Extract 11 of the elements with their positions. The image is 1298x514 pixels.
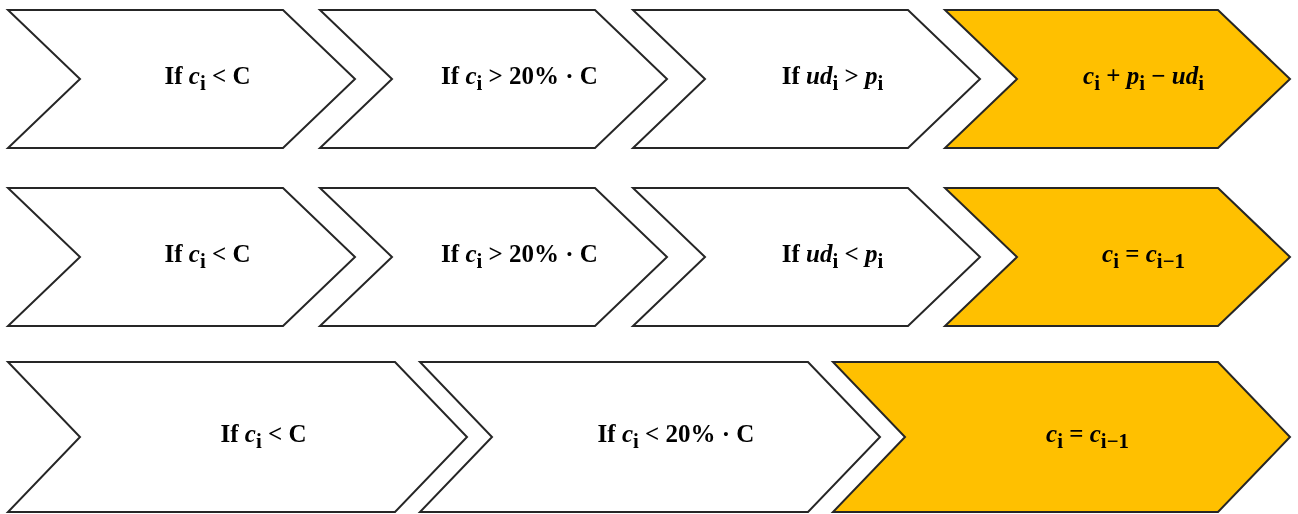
condition-text: If c$_{i}$ < C xyxy=(164,240,251,274)
condition-text: c$_{i}$ + p$_{i}$ − ud$_{i}$ xyxy=(1083,62,1204,96)
condition-text: If c$_{i}$ < C xyxy=(164,62,251,96)
condition-text: If c$_{i}$ > 20% · C xyxy=(441,240,598,274)
condition-text: If c$_{i}$ < C xyxy=(220,420,307,454)
condition-text: If c$_{i}$ < 20% · C xyxy=(597,420,755,454)
condition-text: If c$_{i}$ > 20% · C xyxy=(441,62,598,96)
condition-text: c$_{i}$ = c$_{i−1}$ xyxy=(1046,420,1129,454)
condition-text: c$_{i}$ = c$_{i−1}$ xyxy=(1102,240,1185,274)
condition-text: If ud$_{i}$ < p$_{i}$ xyxy=(781,240,884,274)
condition-text: If ud$_{i}$ > p$_{i}$ xyxy=(781,62,884,96)
